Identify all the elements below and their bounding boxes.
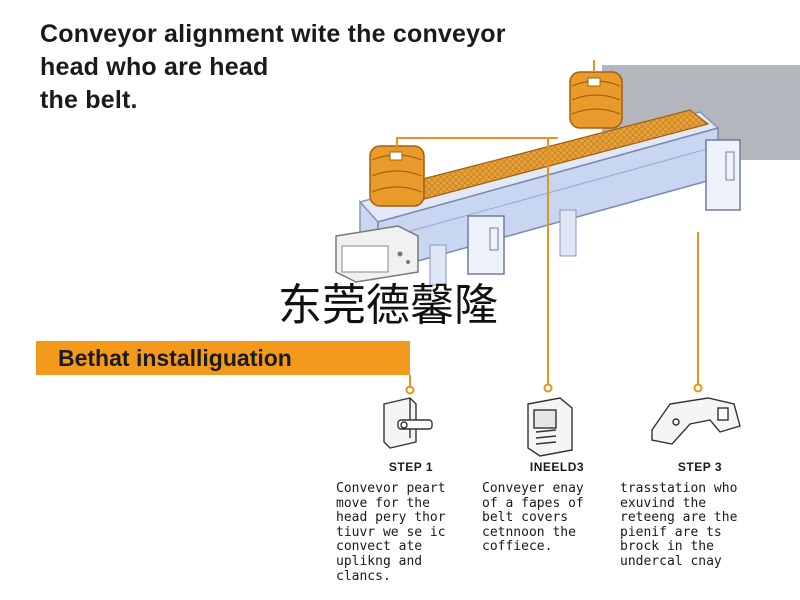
bearing-block-icon xyxy=(705,139,741,211)
step-line: Convevor peart xyxy=(336,481,446,496)
diagram-title: Conveyor alignment wite the conveyor hea… xyxy=(40,18,680,117)
step-line: convect ate xyxy=(336,539,423,555)
callout-dot xyxy=(543,383,553,393)
coil-roll-icon xyxy=(569,71,623,129)
callout-line-step1 xyxy=(396,137,558,150)
step-line: undercal cnay xyxy=(620,553,722,569)
step-line: Conveyer enay xyxy=(482,481,584,496)
end-housing-icon xyxy=(335,225,419,283)
step-3-text: trasstation who exuvind the reteeng are … xyxy=(620,481,780,570)
step-1-label: STEP 1 xyxy=(388,460,434,474)
step-2-label: INEELD3 xyxy=(529,460,585,474)
step-line: coffiece. xyxy=(482,539,553,555)
step-2: INEELD3 Conveyer enay of a fapes of belt… xyxy=(482,460,632,555)
step-1-text: Convevor peart move for the head pery th… xyxy=(336,481,486,584)
title-line-2: head who are head xyxy=(40,53,269,81)
step-line: reteeng are the xyxy=(620,510,738,526)
title-line-3: the belt. xyxy=(40,86,138,114)
bracket-icon xyxy=(651,397,741,445)
step-line: exuvind the xyxy=(620,495,707,511)
callout-dot xyxy=(693,383,703,393)
watermark: 东莞德馨隆 xyxy=(278,280,498,331)
step-line: pienif are ts xyxy=(620,524,722,540)
coil-roll-icon xyxy=(369,145,425,207)
section-banner: Bethat installiguation xyxy=(36,341,410,375)
step-line: uplikng and xyxy=(336,553,423,569)
step-line: head pery thor xyxy=(336,510,446,526)
step-1: STEP 1 Convevor peart move for the head … xyxy=(336,460,486,584)
end-housing-icon xyxy=(383,397,433,449)
step-3-label: STEP 3 xyxy=(677,460,723,474)
step-line: cetnnoon the xyxy=(482,524,576,540)
step-line: belt covers xyxy=(482,510,569,526)
step-line: clancs. xyxy=(336,568,391,584)
step-line: move for the xyxy=(336,495,430,511)
banner-label: Bethat installiguation xyxy=(58,345,292,371)
callout-dot xyxy=(405,385,415,395)
bearing-block-icon xyxy=(467,215,505,275)
conveyor-leg xyxy=(429,244,447,286)
step-line: tiuvr we se ic xyxy=(336,524,446,540)
conveyor-leg xyxy=(559,209,577,257)
step-line: trasstation who xyxy=(620,481,738,496)
title-line-1: Conveyor alignment wite the conveyor xyxy=(40,20,506,48)
step-3: STEP 3 trasstation who exuvind the retee… xyxy=(620,460,780,570)
step-line: of a fapes of xyxy=(482,495,584,511)
callout-lines xyxy=(396,60,699,388)
step-2-text: Conveyer enay of a fapes of belt covers … xyxy=(482,481,632,555)
step-line: brock in the xyxy=(620,539,714,555)
control-panel-icon xyxy=(527,397,573,457)
